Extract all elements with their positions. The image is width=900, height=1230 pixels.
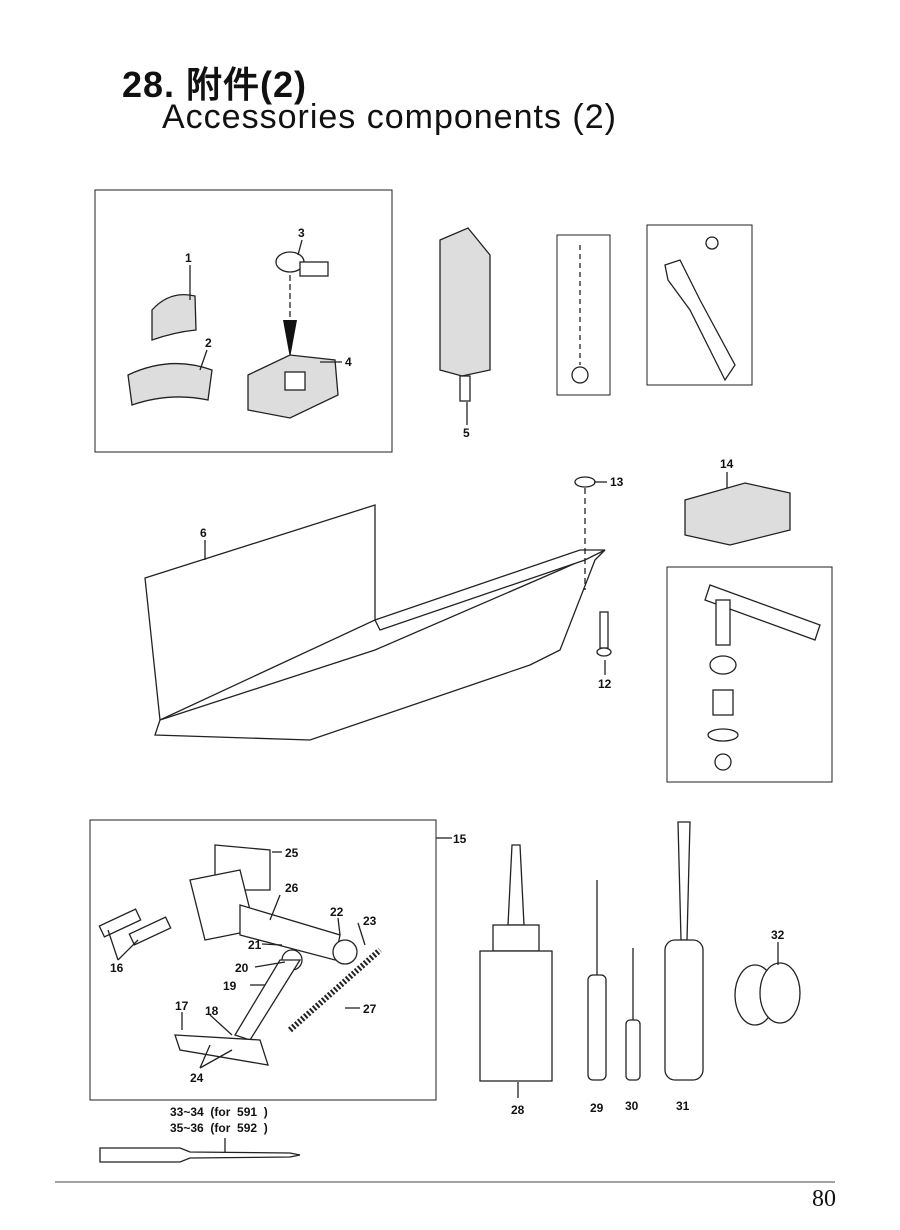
part-28-oiler <box>479 844 553 1082</box>
part-3-pin <box>275 251 329 358</box>
callout-14: 14 <box>720 457 734 471</box>
page-title-english: Accessories components (2) <box>162 98 617 136</box>
callout-23: 23 <box>363 914 377 928</box>
callout-1: 1 <box>185 251 192 265</box>
callout-6: 6 <box>200 526 207 540</box>
part-12-screw <box>596 611 612 657</box>
callout-15: 15 <box>453 832 467 846</box>
box-screw-bar <box>556 234 611 396</box>
callout-4: 4 <box>345 355 352 369</box>
part-5-handle <box>439 227 491 402</box>
part-2-rubber-pad <box>127 362 213 406</box>
part-32-bobbin <box>734 962 801 1026</box>
box-presser-assembly <box>89 819 437 1101</box>
callout-18: 18 <box>205 1004 219 1018</box>
callout-24: 24 <box>190 1071 204 1085</box>
callout-32: 32 <box>771 928 785 942</box>
part-1-rubber-block <box>151 293 197 341</box>
page-number: 80 <box>812 1186 836 1212</box>
callout-30: 30 <box>625 1099 639 1113</box>
part-29-hex-key-driver <box>587 880 607 1081</box>
part-presser-foot-assembly <box>98 844 382 1066</box>
part-bracket <box>664 236 736 382</box>
box-parts-1-4 <box>94 189 393 453</box>
callout-31: 31 <box>676 1099 690 1113</box>
part-14-block-stack <box>684 482 791 546</box>
callout-16: 16 <box>110 961 124 975</box>
needle-label-591: 33~34 (for 591 ) <box>170 1105 268 1119</box>
callout-21: 21 <box>248 938 262 952</box>
box-tension-assembly <box>666 566 833 783</box>
callout-19: 19 <box>223 979 237 993</box>
callout-3: 3 <box>298 226 305 240</box>
callout-28: 28 <box>511 1103 525 1117</box>
callout-27: 27 <box>363 1002 377 1016</box>
callout-5: 5 <box>463 426 470 440</box>
callout-25: 25 <box>285 846 299 860</box>
callout-12: 12 <box>598 677 612 691</box>
callout-29: 29 <box>590 1101 604 1115</box>
callout-13: 13 <box>610 475 624 489</box>
part-6-tray <box>144 504 606 741</box>
part-4-block <box>247 354 339 419</box>
part-30-small-screwdriver <box>625 948 641 1081</box>
leader-lines <box>107 239 779 1152</box>
callout-20: 20 <box>235 961 249 975</box>
part-tension-assembly <box>704 584 821 771</box>
callout-2: 2 <box>205 336 212 350</box>
callout-22: 22 <box>330 905 344 919</box>
part-31-screwdriver <box>664 821 704 1081</box>
part-screw-bar <box>571 245 589 384</box>
needle-label-592: 35~36 (for 592 ) <box>170 1121 268 1135</box>
callout-26: 26 <box>285 881 299 895</box>
box-bracket <box>646 224 753 386</box>
page-title-chinese: 28. 附件(2) <box>122 64 308 105</box>
callout-17: 17 <box>175 999 189 1013</box>
part-needle <box>99 1147 301 1163</box>
part-13-washer <box>574 476 596 488</box>
